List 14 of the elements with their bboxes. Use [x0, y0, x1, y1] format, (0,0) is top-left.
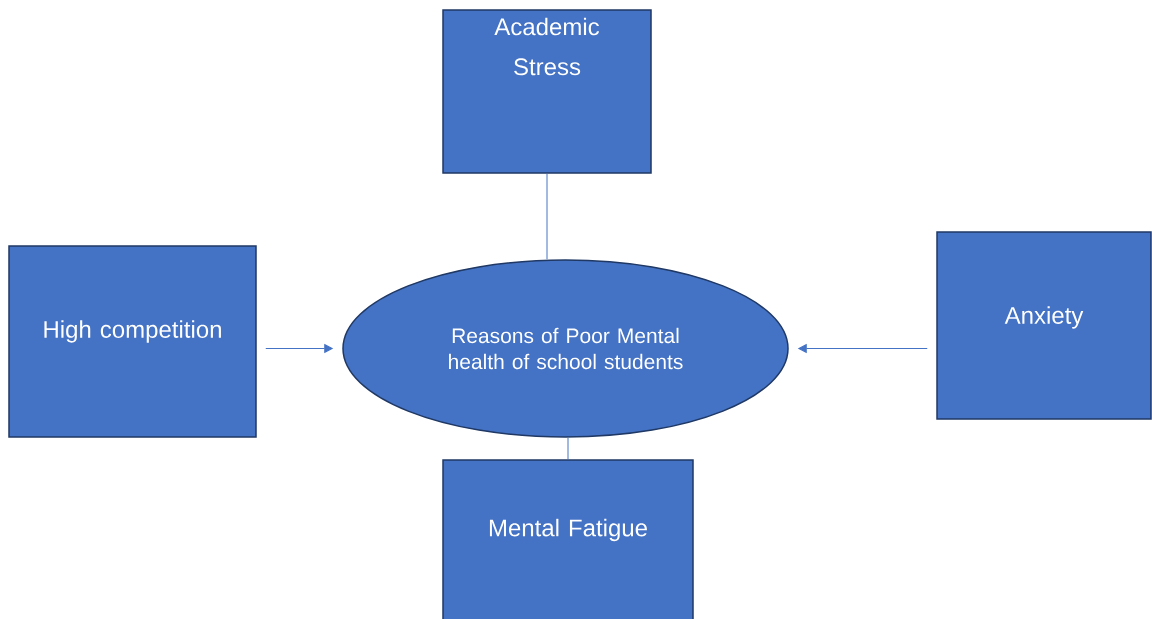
- connector: [546, 173, 548, 260]
- node-label: Reasons of Poor Mental health of school students: [449, 327, 683, 370]
- node-label: High competition: [44, 320, 221, 343]
- cause-box: [442, 459, 694, 619]
- cause-box: [442, 9, 652, 174]
- node-label: Academic Stress: [494, 17, 600, 76]
- connector: [798, 344, 928, 353]
- cause-box: [8, 245, 257, 438]
- central-ellipse: [342, 259, 789, 438]
- cause-box: [936, 231, 1152, 420]
- node-label: Anxiety: [1004, 306, 1084, 329]
- node-label: Mental Fatigue: [489, 518, 647, 542]
- connector: [265, 344, 333, 353]
- connector: [567, 437, 569, 460]
